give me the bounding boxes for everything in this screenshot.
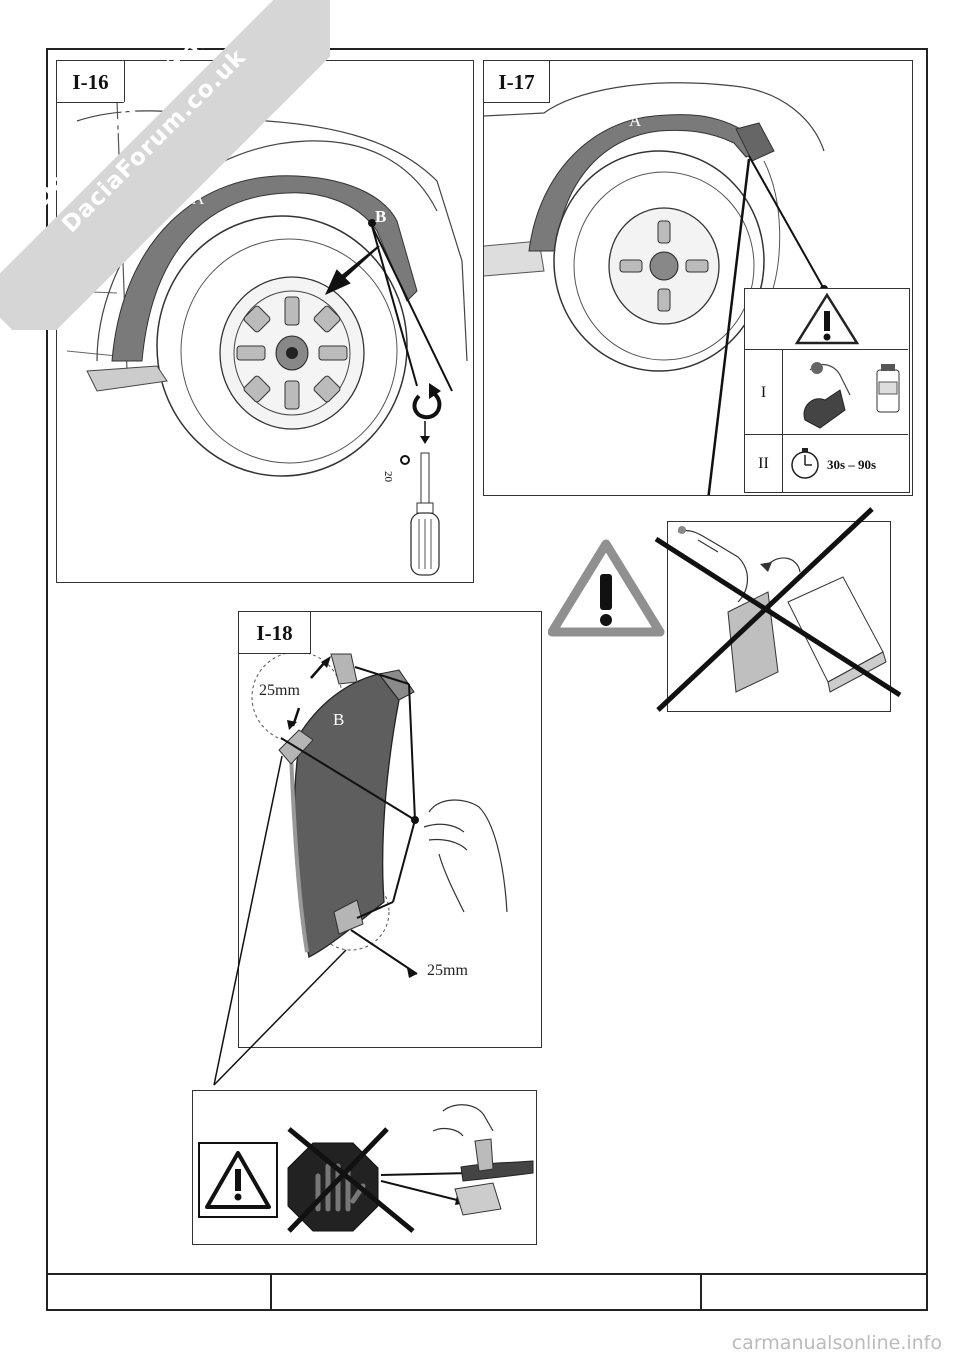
part-label-b: B xyxy=(375,207,387,226)
page-frame xyxy=(46,48,928,1311)
step-row-1: I xyxy=(745,349,908,434)
clean-surface-icon xyxy=(803,362,900,429)
no-touch-adhesive-illustration xyxy=(198,1104,534,1233)
adhesive-peel-illustration xyxy=(677,526,887,693)
steps-table: I II 30s – 90s xyxy=(744,288,910,493)
flare-adhesive-illustration xyxy=(251,651,508,978)
footer-divider xyxy=(270,1275,272,1311)
footer-title-block xyxy=(46,1273,928,1311)
step-row-2: II 30s – 90s xyxy=(745,434,908,492)
wheel-arch-illustration xyxy=(66,100,468,576)
part-label-b: B xyxy=(333,710,345,729)
stopwatch-icon xyxy=(791,448,819,479)
measure-label-bottom: 25mm xyxy=(427,962,468,979)
panel-label-i17: I-17 xyxy=(484,61,550,103)
panel-i18: I-18 25mm B 25mm xyxy=(238,611,542,1048)
prohibited-cross xyxy=(654,507,902,712)
footer-site-watermark: carmanualsonline.info xyxy=(731,1332,942,1354)
leader-lines xyxy=(213,755,347,1086)
part-label-a: A xyxy=(192,189,205,208)
warning-icon xyxy=(548,539,665,637)
footer-divider xyxy=(700,1275,702,1311)
part-label-a: A xyxy=(629,111,642,130)
watermark: Downloaded From DaciaForum.co.uk xyxy=(0,0,330,330)
panel-i16: I-16 A B 20 xyxy=(56,60,474,583)
panel-label-i18: I-18 xyxy=(239,612,311,654)
step-number: I xyxy=(745,350,783,434)
press-time: 30s – 90s xyxy=(827,457,877,472)
step-number: II xyxy=(745,435,783,492)
panel-label-i16: I-16 xyxy=(57,61,125,103)
warning-icon xyxy=(794,292,860,345)
measure-label-top: 25mm xyxy=(259,682,300,699)
screw-size-label: 20 xyxy=(382,471,394,482)
bottom-warning-panel xyxy=(192,1090,537,1245)
wheel-arch-illustration xyxy=(484,82,828,495)
